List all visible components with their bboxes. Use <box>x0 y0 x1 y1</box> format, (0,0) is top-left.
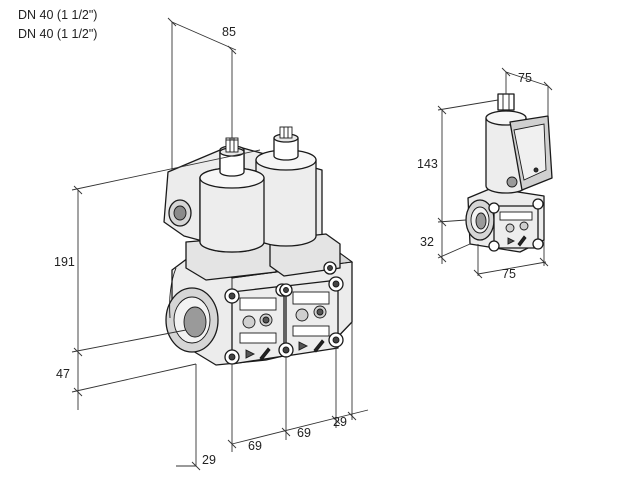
solenoid-coil-right <box>255 126 317 247</box>
dim-85: 85 <box>222 25 236 39</box>
dim-69-second: 69 <box>297 426 311 440</box>
double-solenoid-valve <box>163 126 354 366</box>
dim-47: 47 <box>56 367 70 381</box>
dim-143: 143 <box>417 157 438 171</box>
dim-29-left: 29 <box>202 453 216 467</box>
dim-75-bottom: 75 <box>502 267 516 281</box>
main-dimension-lines: 85 191 47 29 69 69 29 <box>54 17 369 471</box>
single-solenoid-valve <box>465 93 553 253</box>
side-dimension-lines: 75 143 32 75 <box>417 67 553 281</box>
nominal-size-label-2: DN 40 (1 1/2") <box>18 27 98 41</box>
dim-32: 32 <box>420 235 434 249</box>
dim-29-right: 29 <box>333 415 347 429</box>
dim-69-first: 69 <box>248 439 262 453</box>
nominal-size-label-1: DN 40 (1 1/2") <box>18 8 98 22</box>
dim-75-top: 75 <box>518 71 532 85</box>
dim-191: 191 <box>54 255 75 269</box>
